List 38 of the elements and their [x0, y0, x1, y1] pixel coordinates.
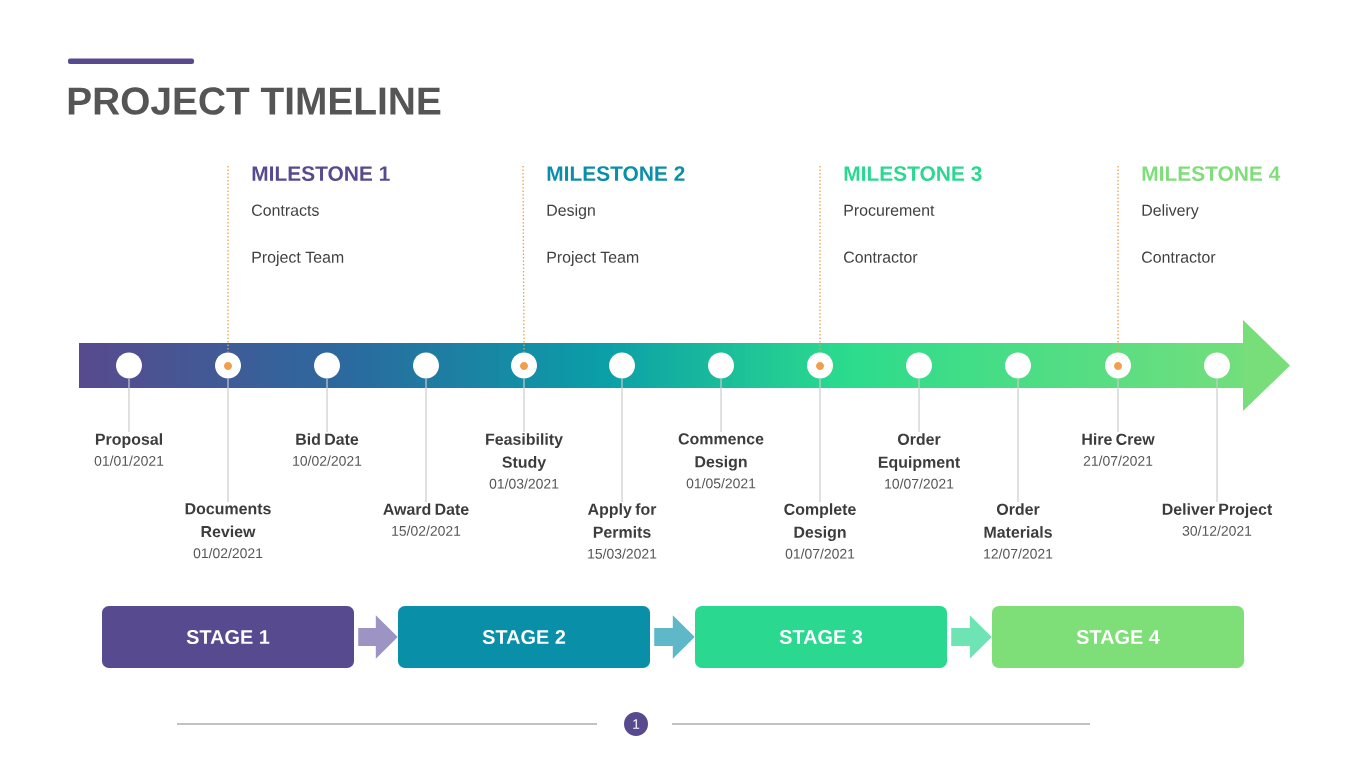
event-label: Deliver Project 30/12/2021: [1162, 503, 1273, 536]
timeline-dot: [708, 352, 734, 379]
event-label: Documents Review 01/02/2021: [185, 503, 271, 559]
event-label: Hire Crew 21/07/2021: [1082, 433, 1155, 466]
milestone-leader-line: [819, 165, 821, 353]
milestone-text: MILESTONE 2 Design Project Team: [547, 166, 685, 266]
event-label: Complete Design 01/07/2021: [784, 503, 856, 559]
event-label: Feasibility Study 01/03/2021: [486, 433, 563, 489]
timeline-dot: [116, 352, 142, 379]
page-number: 1: [624, 712, 648, 736]
timeline-dot: [1005, 352, 1031, 379]
timeline-dot: [511, 352, 537, 379]
milestone-leader-line: [522, 165, 525, 353]
milestone-leader-line: [1117, 165, 1119, 353]
milestone-text: MILESTONE 3 Procurement Contractor: [844, 166, 982, 263]
milestone-text: MILESTONE 1 Contracts Project Team: [252, 166, 390, 266]
event-label: Order Materials 12/07/2021: [984, 503, 1053, 559]
event-label: Bid Date 10/02/2021: [293, 433, 362, 466]
timeline-dot: [906, 352, 932, 379]
timeline-dot: [314, 352, 340, 379]
milestone-leader-line: [227, 165, 229, 353]
timeline-dot: [807, 352, 833, 379]
stage-box: STAGE 1: [102, 606, 354, 668]
event-label: Apply for Permits 15/03/2021: [588, 503, 657, 559]
event-label: Commence Design 01/05/2021: [678, 433, 764, 489]
timeline-dot: [413, 352, 439, 379]
stage-box: STAGE 2: [398, 606, 650, 668]
timeline-dot: [1204, 352, 1230, 379]
timeline-dot: [215, 352, 241, 379]
timeline-dot: [1105, 352, 1131, 379]
milestone-text: MILESTONE 4 Delivery Contractor: [1142, 166, 1281, 263]
event-label: Proposal 01/01/2021: [94, 433, 164, 466]
title: PROJECT TIMELINE: [68, 87, 441, 115]
stage-box: STAGE 4: [992, 606, 1244, 668]
stage-box: STAGE 3: [695, 606, 947, 668]
event-label: Award Date 15/02/2021: [383, 503, 469, 536]
event-label: Order Equipment 10/07/2021: [878, 433, 960, 489]
timeline-dot: [609, 352, 635, 379]
